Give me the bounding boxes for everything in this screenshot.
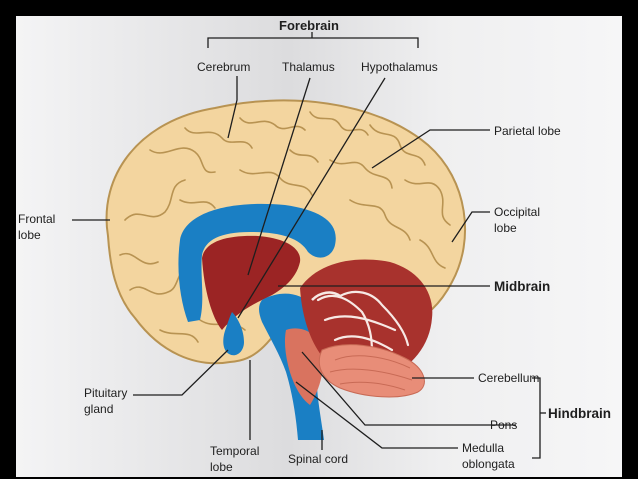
- label-temporal-lobe-line1: Temporal: [210, 444, 259, 459]
- label-pituitary-line2: gland: [84, 402, 113, 417]
- label-cerebrum: Cerebrum: [197, 60, 250, 75]
- label-temporal-lobe-line2: lobe: [210, 460, 233, 475]
- label-parietal-lobe: Parietal lobe: [494, 124, 561, 139]
- label-pons: Pons: [490, 418, 517, 433]
- label-occipital-lobe-line2: lobe: [494, 221, 517, 236]
- label-spinal-cord: Spinal cord: [288, 452, 348, 467]
- label-hindbrain: Hindbrain: [548, 406, 611, 421]
- label-medulla-line1: Medulla: [462, 441, 504, 456]
- label-cerebellum: Cerebellum: [478, 371, 539, 386]
- label-midbrain: Midbrain: [494, 279, 550, 294]
- label-occipital-lobe-line1: Occipital: [494, 205, 540, 220]
- label-frontal-lobe-line1: Frontal: [18, 212, 55, 227]
- label-medulla-line2: oblongata: [462, 457, 515, 472]
- label-hypothalamus: Hypothalamus: [361, 60, 438, 75]
- label-thalamus: Thalamus: [282, 60, 335, 75]
- label-pituitary-line1: Pituitary: [84, 386, 127, 401]
- label-forebrain: Forebrain: [279, 18, 339, 33]
- label-frontal-lobe-line2: lobe: [18, 228, 41, 243]
